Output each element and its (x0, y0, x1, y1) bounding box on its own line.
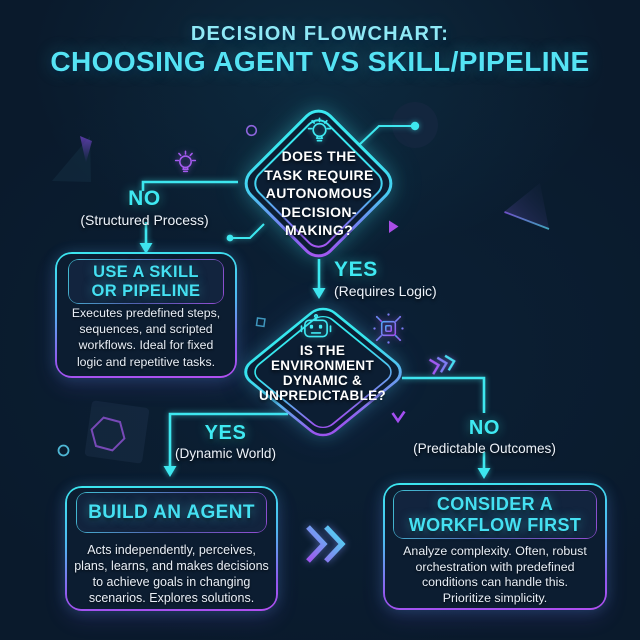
deco-square-outline (255, 317, 266, 328)
outcome-title: BUILD AN AGENT (76, 492, 267, 533)
fast-forward-chevrons-icon (306, 525, 346, 563)
branch-label-no-predictable: NO (Predictable Outcomes) (392, 417, 577, 456)
deco-cone-edge (504, 211, 550, 230)
branch-answer: NO (128, 187, 161, 210)
decision-question-1: DOES THE TASK REQUIRE AUTONOMOUS DECISIO… (239, 147, 399, 240)
outcome-title-line: WORKFLOW FIRST (408, 514, 582, 535)
branch-qualifier: (Dynamic World) (175, 446, 276, 461)
arrowhead-to-diamond2 (312, 288, 326, 299)
question-line: ENVIRONMENT (270, 357, 375, 373)
outcome-title-line: OR PIPELINE (91, 281, 201, 300)
decision-question-2: IS THE ENVIRONMENT DYNAMIC & UNPREDICTAB… (240, 343, 405, 404)
outcome-title-frame: CONSIDER A WORKFLOW FIRST (393, 490, 597, 539)
branch-label-no-structured: NO (Structured Process) (62, 187, 227, 228)
lightbulb-icon (172, 150, 199, 178)
branch-qualifier: (Requires Logic) (334, 283, 437, 299)
question-line: DYNAMIC & (282, 372, 363, 388)
deco-dark-triangle (52, 136, 91, 182)
branch-qualifier: (Structured Process) (80, 212, 209, 228)
question-line: MAKING? (284, 222, 354, 238)
question-line: TASK REQUIRE (264, 166, 374, 183)
outcome-box-workflow: CONSIDER A WORKFLOW FIRST Analyze comple… (383, 483, 607, 610)
outcome-description: Executes predefined steps, sequences, an… (71, 306, 221, 369)
circuit-line-top-right (357, 124, 412, 147)
deco-dark-circle (392, 102, 438, 148)
circuit-node-top-right (410, 121, 420, 131)
branch-label-yes-dynamic: YES (Dynamic World) (143, 422, 308, 461)
question-line: AUTONOMOUS (265, 185, 373, 201)
outcome-title-frame: USE A SKILL OR PIPELINE (68, 259, 224, 304)
outcome-title-line: USE A SKILL (93, 262, 199, 281)
deco-circle-outline-left (57, 444, 70, 457)
question-line: DOES THE (281, 148, 357, 164)
outcome-description: Acts independently, perceives, plans, le… (74, 543, 269, 605)
outcome-title: CONSIDER A WORKFLOW FIRST (393, 490, 597, 539)
outcome-title-line: BUILD AN AGENT (88, 501, 255, 523)
arrowhead-to-agent-box (163, 466, 177, 477)
triple-chevron-icon (428, 354, 456, 375)
outcome-title-line: CONSIDER A (436, 494, 554, 514)
outcome-description: Analyze complexity. Often, robust orches… (403, 544, 587, 605)
connector-d2-no-elbow (402, 376, 486, 413)
outcome-box-skill: USE A SKILL OR PIPELINE Executes predefi… (55, 252, 237, 378)
question-line: DECISION- (281, 203, 357, 220)
deco-square-patch (84, 400, 150, 464)
arrowhead-to-workflow-box (477, 468, 491, 479)
title-kicker: DECISION FLOWCHART: (190, 23, 450, 45)
branch-answer: YES (334, 258, 378, 281)
branch-answer: YES (204, 422, 247, 444)
outcome-title: USE A SKILL OR PIPELINE (68, 259, 224, 304)
outcome-box-agent: BUILD AN AGENT Acts independently, perce… (65, 486, 278, 611)
circuit-node-bottom-left (226, 234, 234, 242)
page-title: CHOOSING AGENT VS SKILL/PIPELINE (50, 46, 590, 77)
branch-answer: NO (468, 417, 501, 439)
outcome-title-frame: BUILD AN AGENT (76, 492, 267, 533)
branch-qualifier: (Predictable Outcomes) (413, 441, 556, 456)
deco-cone-shape (504, 183, 549, 229)
microchip-icon (372, 312, 405, 345)
question-line: IS THE (299, 343, 346, 358)
question-line: UNPREDICTABLE? (259, 387, 386, 403)
branch-label-yes-logic: YES (Requires Logic) (334, 258, 494, 299)
deco-hexagon-outline (90, 416, 126, 452)
robot-icon (299, 313, 333, 343)
lightbulb-icon (306, 117, 333, 148)
deco-purple-shard (80, 136, 92, 163)
deco-circle-outline-top (245, 124, 258, 137)
